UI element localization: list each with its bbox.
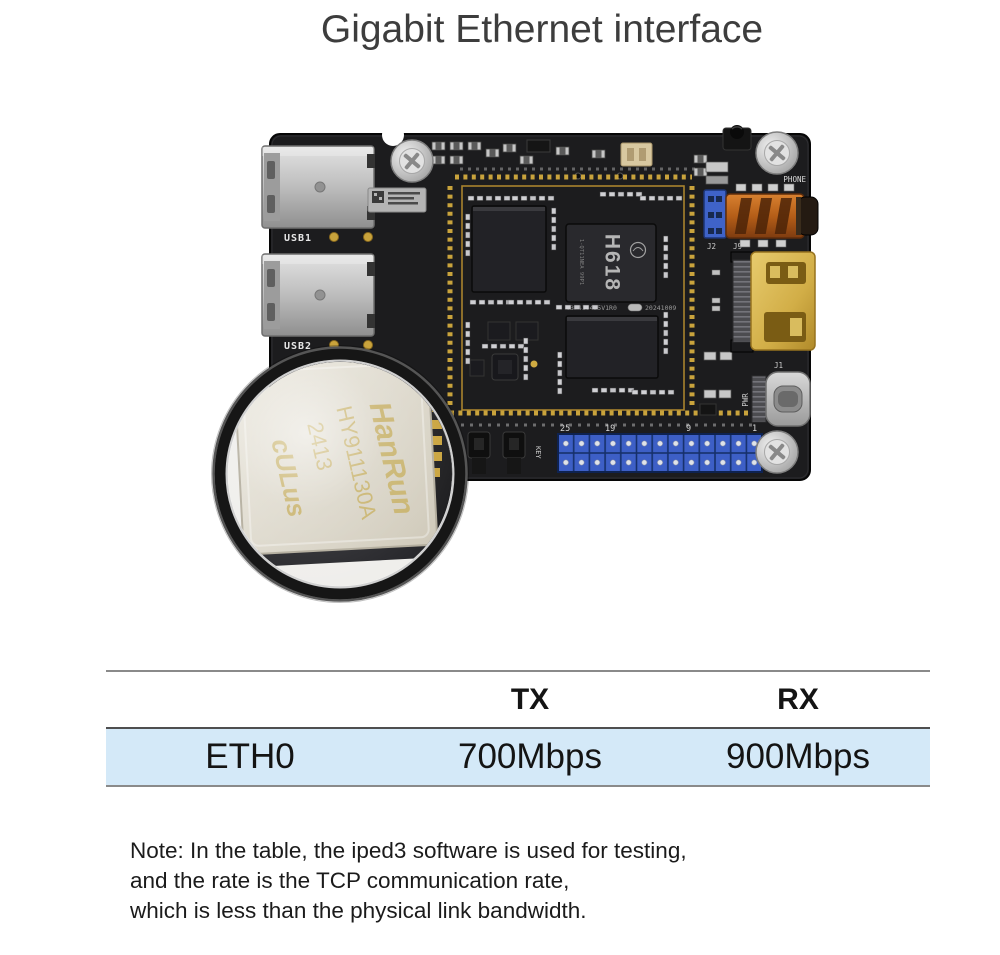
serial-label (367, 187, 427, 213)
note-text: Note: In the table, the iped3 software i… (130, 836, 687, 926)
allwinner-logo-icon (629, 241, 647, 259)
header-rx: RX (777, 682, 819, 716)
usb-c-port-icon: J1 PWR (741, 361, 811, 427)
table-header-row: TX RX (106, 670, 930, 727)
small-ics (469, 321, 539, 381)
screw-icon-bottom-right (755, 430, 799, 474)
ram-chip-1 (471, 205, 547, 293)
hdmi-port-icon (730, 251, 816, 353)
key-label: KEY (534, 446, 542, 459)
j9-label: J9 (733, 242, 742, 251)
gpio-pin-19: 19 (605, 424, 615, 434)
key-buttons: KEY (467, 431, 542, 474)
note-line-1: Note: In the table, the iped3 software i… (130, 838, 687, 863)
speed-table: TX RX ETH0 700Mbps 900Mbps (106, 670, 930, 787)
phone-label: PHONE (783, 175, 806, 184)
j2-label: J2 (707, 242, 716, 251)
som-module (447, 167, 758, 427)
board-notch (382, 124, 404, 146)
right-side-components (699, 161, 733, 416)
j1-label: J1 (774, 361, 783, 370)
pwr-label: PWR (741, 393, 750, 407)
note-line-3: which is less than the physical link ban… (130, 898, 587, 923)
table-row: ETH0 700Mbps 900Mbps (106, 727, 930, 787)
cell-interface: ETH0 (205, 737, 295, 776)
board-photo-image: H618 1-QT11NEA 99P1 CBF410455V1R0 202410… (211, 124, 819, 603)
jumper-header-j2: J2 J9 (703, 189, 742, 251)
screw-icon-top-left (390, 139, 434, 183)
note-line-2: and the rate is the TCP communication ra… (130, 868, 570, 893)
header-tx: TX (510, 682, 550, 716)
magnifier-glass: ETH HanRun HY911130A 2413 (211, 345, 469, 603)
usb1-label: USB1 (284, 233, 312, 244)
usb2-label: USB2 (284, 341, 312, 352)
gpio-pin-1: 1 (752, 424, 757, 434)
soc-label: H618 (600, 234, 623, 292)
screw-icon-top-right (755, 131, 799, 175)
cell-rx-value: 900Mbps (726, 737, 870, 776)
gpio-header: 25 19 9 1 (557, 424, 763, 473)
soc-date: 20241009 (645, 304, 676, 312)
soc-chip: H618 1-QT11NEA 99P1 CBF410455V1R0 202410… (565, 223, 676, 312)
gpio-pin-9: 9 (686, 424, 691, 434)
soc-code: CBF410455V1R0 (566, 304, 617, 312)
ir-receiver-icon (722, 125, 752, 151)
gpio-pin-25: 25 (560, 424, 570, 434)
page-title: Gigabit Ethernet interface (320, 8, 764, 51)
soc-subcode: 1-QT11NEA 99P1 (578, 239, 584, 285)
usb1-port-icon: USB1 (261, 145, 376, 244)
headphone-jack-icon: PHONE (725, 175, 819, 248)
j10-connector (620, 142, 653, 167)
cell-tx-value: 700Mbps (458, 737, 602, 776)
ram-chip-2 (565, 315, 659, 379)
